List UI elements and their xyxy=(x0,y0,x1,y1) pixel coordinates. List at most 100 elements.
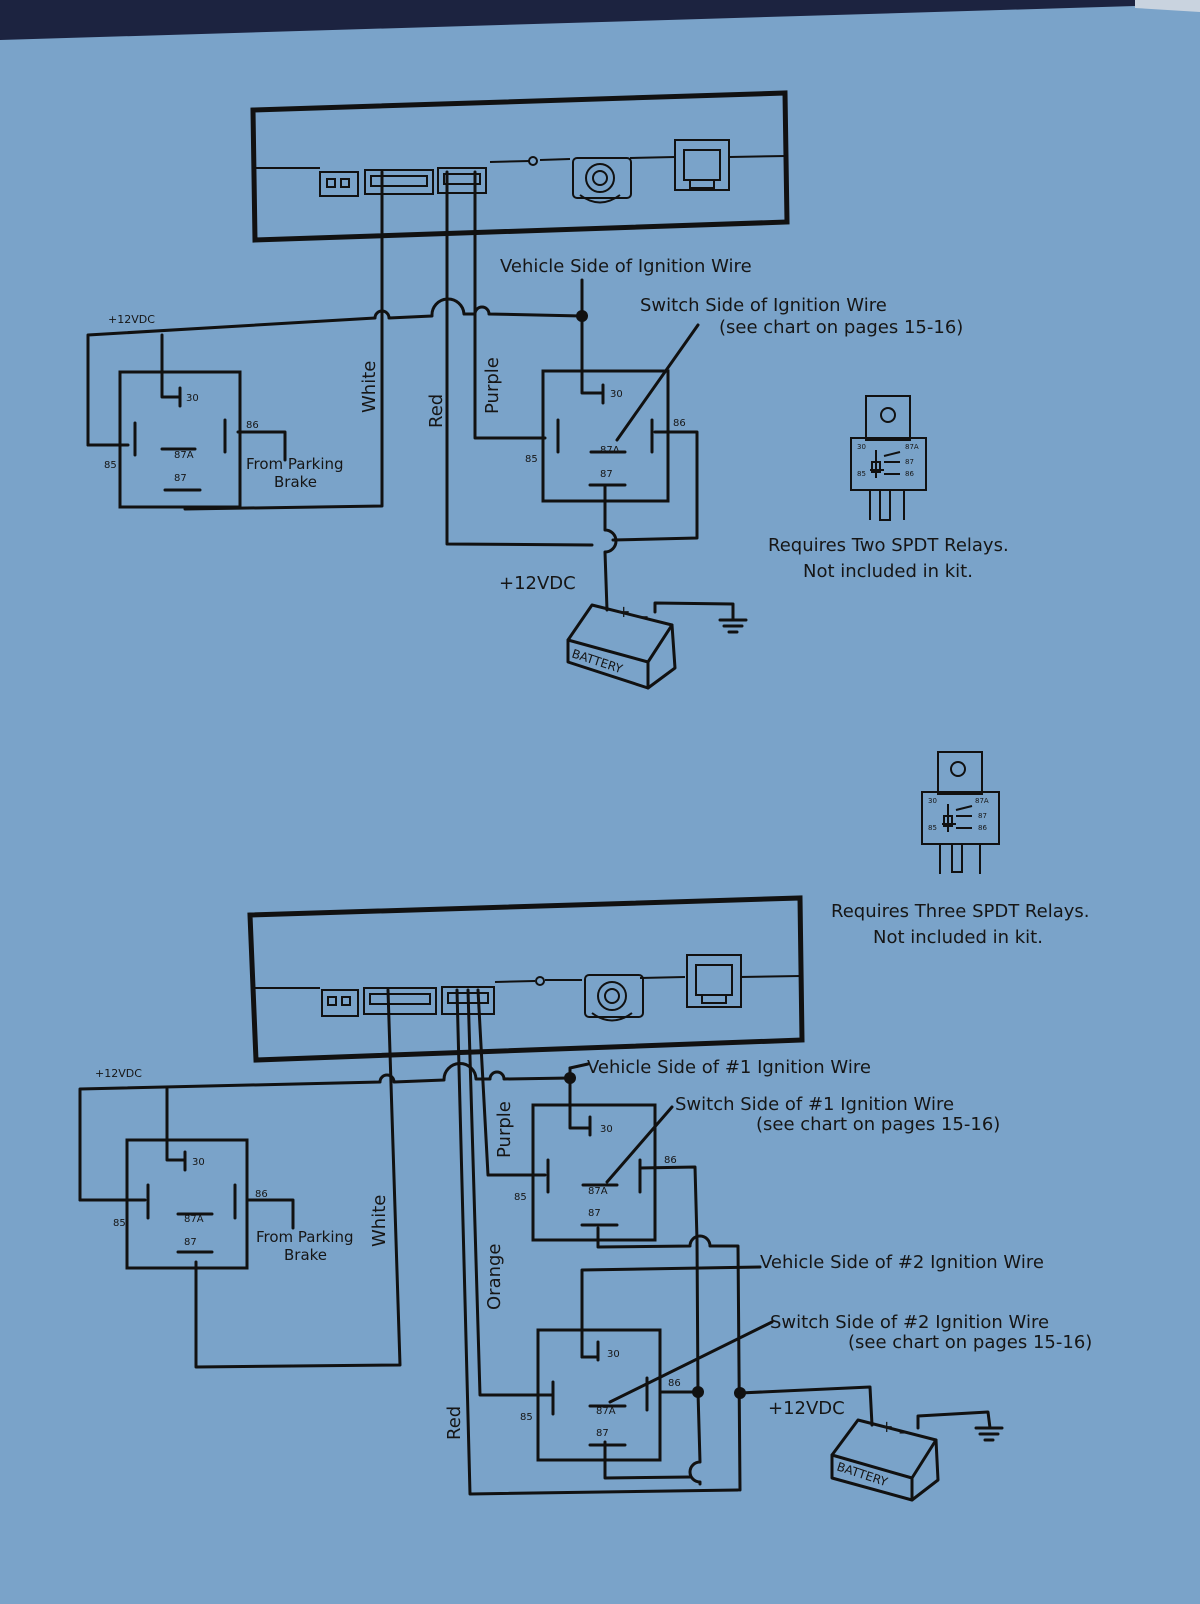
control-module-bottom xyxy=(247,895,805,1063)
bottom-wires xyxy=(78,988,874,1496)
battery-bottom: + − BATTERY xyxy=(830,1410,1004,1502)
svg-text:87: 87 xyxy=(588,1208,601,1219)
label-battery-12vdc-bottom: +12VDC xyxy=(768,1398,845,1419)
svg-text:87A: 87A xyxy=(975,797,989,805)
relay-note-line2: Not included in kit. xyxy=(803,561,973,582)
svg-text:87A: 87A xyxy=(588,1186,608,1197)
svg-text:87A: 87A xyxy=(596,1406,616,1417)
module-led xyxy=(528,156,538,166)
svg-text:85: 85 xyxy=(520,1412,533,1423)
label-switch-side: Switch Side of Ignition Wire xyxy=(640,295,887,316)
label-12vdc-small: +12VDC xyxy=(108,313,155,326)
label-from-parking: From Parking xyxy=(246,455,344,473)
label-red-wire-bottom: Red xyxy=(444,1406,465,1440)
label-battery-12vdc: +12VDC xyxy=(499,573,576,594)
label-brake: Brake xyxy=(274,473,317,491)
module-outline xyxy=(250,90,790,243)
red-wire xyxy=(445,170,594,547)
relay-bottom-2 xyxy=(531,1103,657,1242)
red-wire-bottom xyxy=(455,988,740,1496)
relay-bottom-3 xyxy=(536,1328,662,1462)
svg-text:+: + xyxy=(880,1417,893,1436)
svg-text:87: 87 xyxy=(184,1237,197,1248)
svg-text:87: 87 xyxy=(600,469,613,480)
page-top-edge xyxy=(0,0,1135,40)
relay-top-1 xyxy=(118,370,242,509)
svg-text:85: 85 xyxy=(525,454,538,465)
svg-text:86: 86 xyxy=(905,470,914,478)
svg-text:87: 87 xyxy=(905,458,914,466)
label-from-parking-bottom: From Parking xyxy=(256,1228,354,1246)
ground-symbol xyxy=(718,618,748,634)
relay-icon-top: 30 87A 87 85 86 xyxy=(850,395,927,521)
top-wires xyxy=(86,170,700,612)
label-white-wire-bottom: White xyxy=(369,1195,390,1247)
svg-text:85: 85 xyxy=(514,1192,527,1203)
label-vehicle-side: Vehicle Side of Ignition Wire xyxy=(500,256,752,277)
orange-wire-bottom xyxy=(466,988,555,1397)
page-corner xyxy=(1135,0,1200,12)
purple-wire xyxy=(473,170,547,440)
svg-text:85: 85 xyxy=(928,824,937,832)
vehicle-side-wire xyxy=(580,278,605,395)
svg-text:30: 30 xyxy=(610,389,623,400)
svg-text:87A: 87A xyxy=(184,1214,204,1225)
svg-text:86: 86 xyxy=(978,824,987,832)
relay-bottom-1 xyxy=(125,1138,249,1270)
svg-text:87: 87 xyxy=(978,812,987,820)
battery-top: + − BATTERY xyxy=(566,601,748,690)
svg-text:+: + xyxy=(617,602,630,621)
bottom-diagram: 30 87A 87 85 86 Requires Three SPDT Rela… xyxy=(78,751,1092,1502)
connector-3pin xyxy=(437,167,487,194)
ground-wire xyxy=(653,601,735,622)
svg-text:86: 86 xyxy=(673,418,686,429)
module-knob xyxy=(572,157,632,204)
svg-text:30: 30 xyxy=(607,1349,620,1360)
svg-text:85: 85 xyxy=(857,470,866,478)
label-white-wire: White xyxy=(359,361,380,413)
svg-text:86: 86 xyxy=(255,1189,268,1200)
label-brake-bottom: Brake xyxy=(284,1246,327,1264)
battery-feed xyxy=(603,483,618,612)
label-see-chart-1: (see chart on pages 15-16) xyxy=(756,1114,1000,1135)
relay-top-2 xyxy=(541,369,670,503)
svg-text:86: 86 xyxy=(668,1378,681,1389)
svg-text:87: 87 xyxy=(596,1428,609,1439)
label-see-chart: (see chart on pages 15-16) xyxy=(719,317,963,338)
label-purple-wire: Purple xyxy=(482,357,503,414)
svg-text:87: 87 xyxy=(174,473,187,484)
top-diagram: + − BATTERY 30 87A 87 85 86 +12VDC White… xyxy=(86,90,1009,690)
label-switch-side-2: Switch Side of #2 Ignition Wire xyxy=(770,1312,1049,1333)
junction-dot xyxy=(576,310,588,322)
svg-text:85: 85 xyxy=(104,460,117,471)
svg-text:87A: 87A xyxy=(905,443,919,451)
label-vehicle-side-2: Vehicle Side of #2 Ignition Wire xyxy=(760,1252,1044,1273)
svg-text:30: 30 xyxy=(186,393,199,404)
label-12vdc-small-bottom: +12VDC xyxy=(95,1067,142,1080)
relay-note-line1: Requires Two SPDT Relays. xyxy=(768,535,1009,556)
svg-text:−: − xyxy=(898,1423,911,1442)
connector-2pin xyxy=(319,171,359,197)
svg-text:86: 86 xyxy=(664,1155,677,1166)
svg-text:30: 30 xyxy=(600,1124,613,1135)
control-module-top xyxy=(250,90,790,243)
svg-text:86: 86 xyxy=(246,420,259,431)
module-socket xyxy=(674,139,730,191)
svg-text:30: 30 xyxy=(928,797,937,805)
relay-note-line2-bottom: Not included in kit. xyxy=(873,927,1043,948)
module-seam xyxy=(254,155,787,169)
white-wire xyxy=(183,170,384,511)
label-see-chart-2: (see chart on pages 15-16) xyxy=(848,1332,1092,1353)
purple-wire-bottom xyxy=(476,988,547,1177)
label-orange-wire-bottom: Orange xyxy=(484,1243,505,1310)
svg-text:87A: 87A xyxy=(174,450,194,461)
svg-text:87A: 87A xyxy=(600,445,620,456)
svg-text:85: 85 xyxy=(113,1218,126,1229)
label-vehicle-side-1: Vehicle Side of #1 Ignition Wire xyxy=(587,1057,871,1078)
svg-text:−: − xyxy=(636,607,649,626)
connector-5pin xyxy=(364,169,434,195)
svg-text:30: 30 xyxy=(192,1157,205,1168)
relay-icon-bottom: 30 87A 87 85 86 xyxy=(921,751,1000,874)
label-purple-wire-bottom: Purple xyxy=(494,1101,515,1158)
